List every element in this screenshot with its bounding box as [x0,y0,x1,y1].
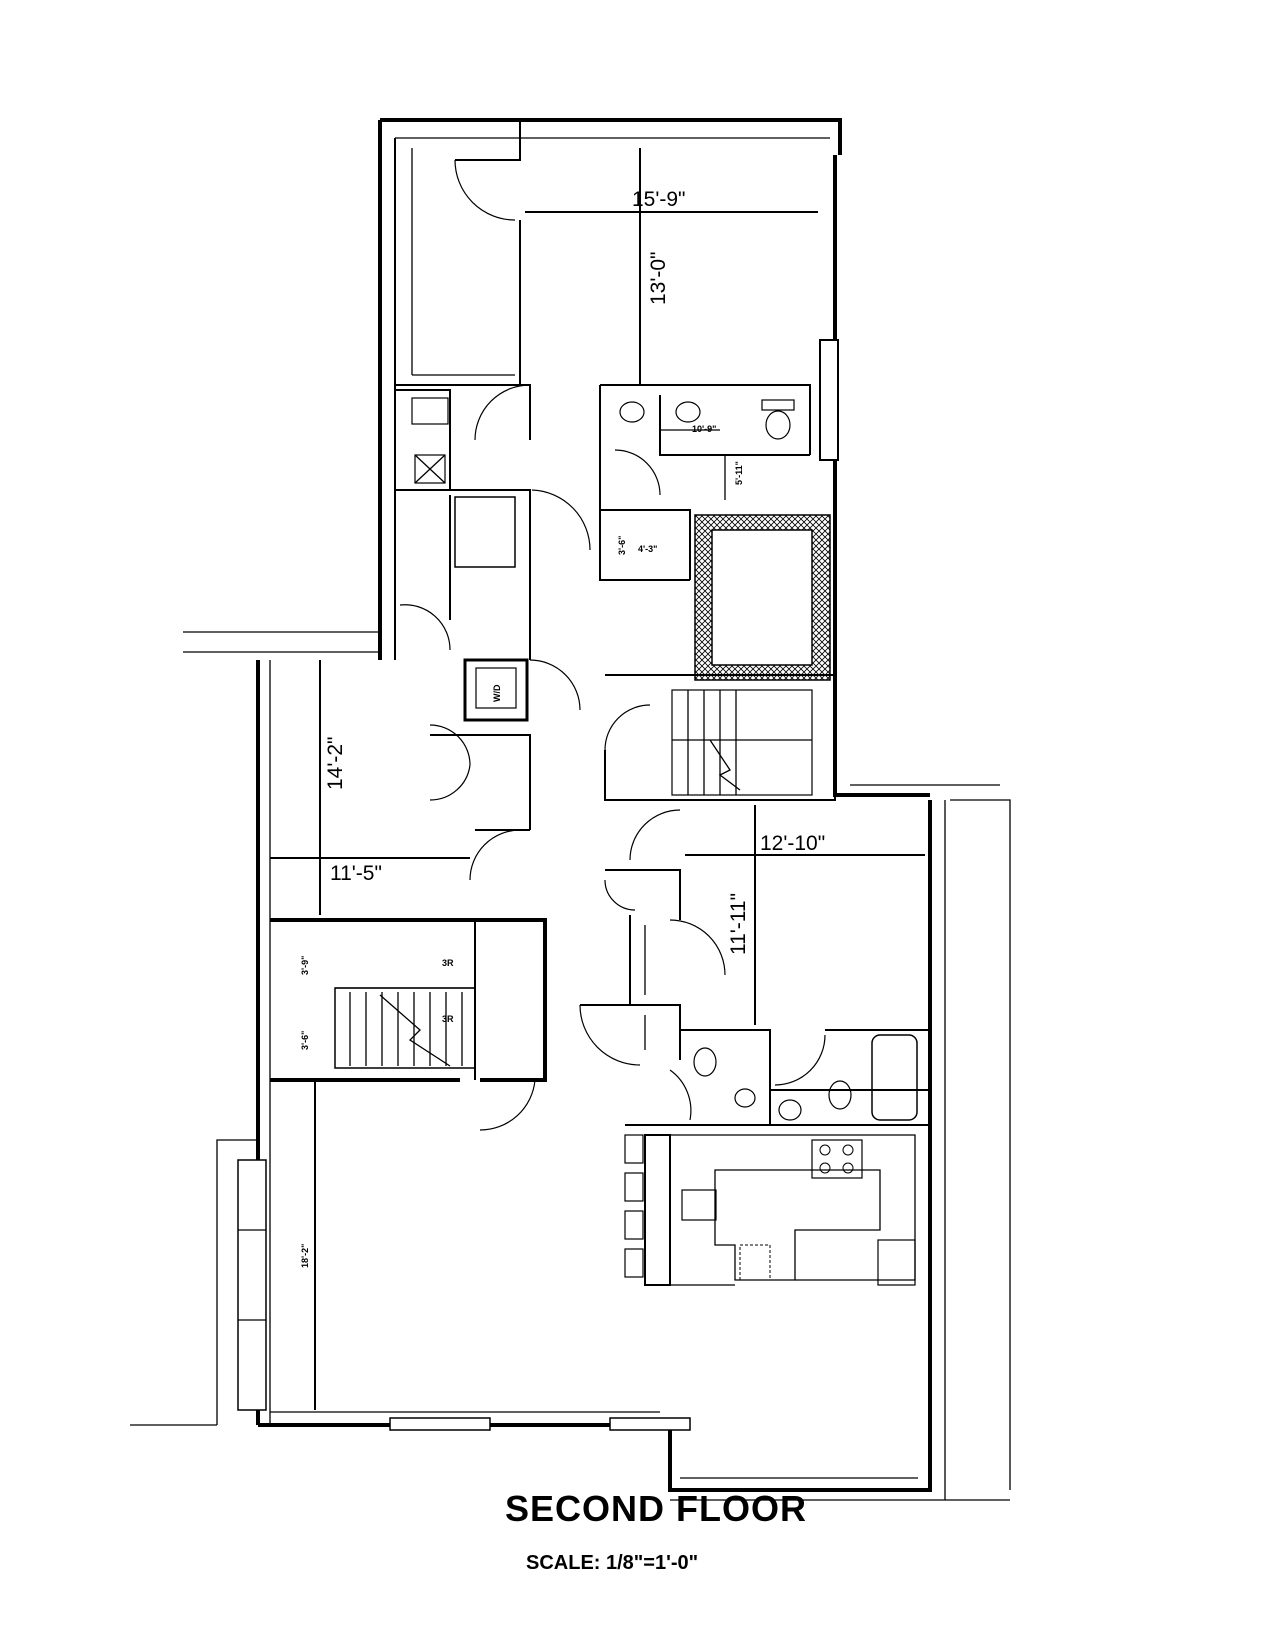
label-riser-lower: 3R [442,1014,454,1024]
label-riser-upper: 3R [442,958,454,968]
plan-scale: SCALE: 1/8"=1'-0" [526,1552,699,1574]
stair-center [671,689,813,796]
closet-shelving [411,148,515,376]
interior-walls [270,120,930,1286]
dim-bath-width: 10'-9" [692,424,716,434]
exterior-walls [130,118,1011,1501]
dim-bedroom-depth: 13'-0" [647,252,670,306]
plan-title: SECOND FLOOR [505,1488,808,1529]
dim-shower-depth: 3'-6" [617,536,627,555]
kitchen [624,1134,916,1286]
doors [399,159,826,1131]
dim-shower-width: 4'-3" [638,544,657,554]
dim-room2-width: 11'-5" [330,862,382,885]
stair-lower-left [334,987,476,1069]
dim-bath-depth: 5'-11" [734,461,744,485]
dim-room3-depth: 11'-11" [727,893,750,955]
dim-stair-upper: 3'-9" [300,956,310,975]
dim-room2-depth: 14'-2" [324,737,347,791]
label-washer-dryer: W/D [492,684,502,702]
dim-stair-lower: 3'-6" [300,1031,310,1050]
dim-room3-width: 12'-10" [760,832,825,855]
dim-living-depth: 18'-2" [300,1244,310,1268]
dim-bedroom-width: 15'-9" [632,188,686,211]
dimension-lines [270,148,925,1410]
